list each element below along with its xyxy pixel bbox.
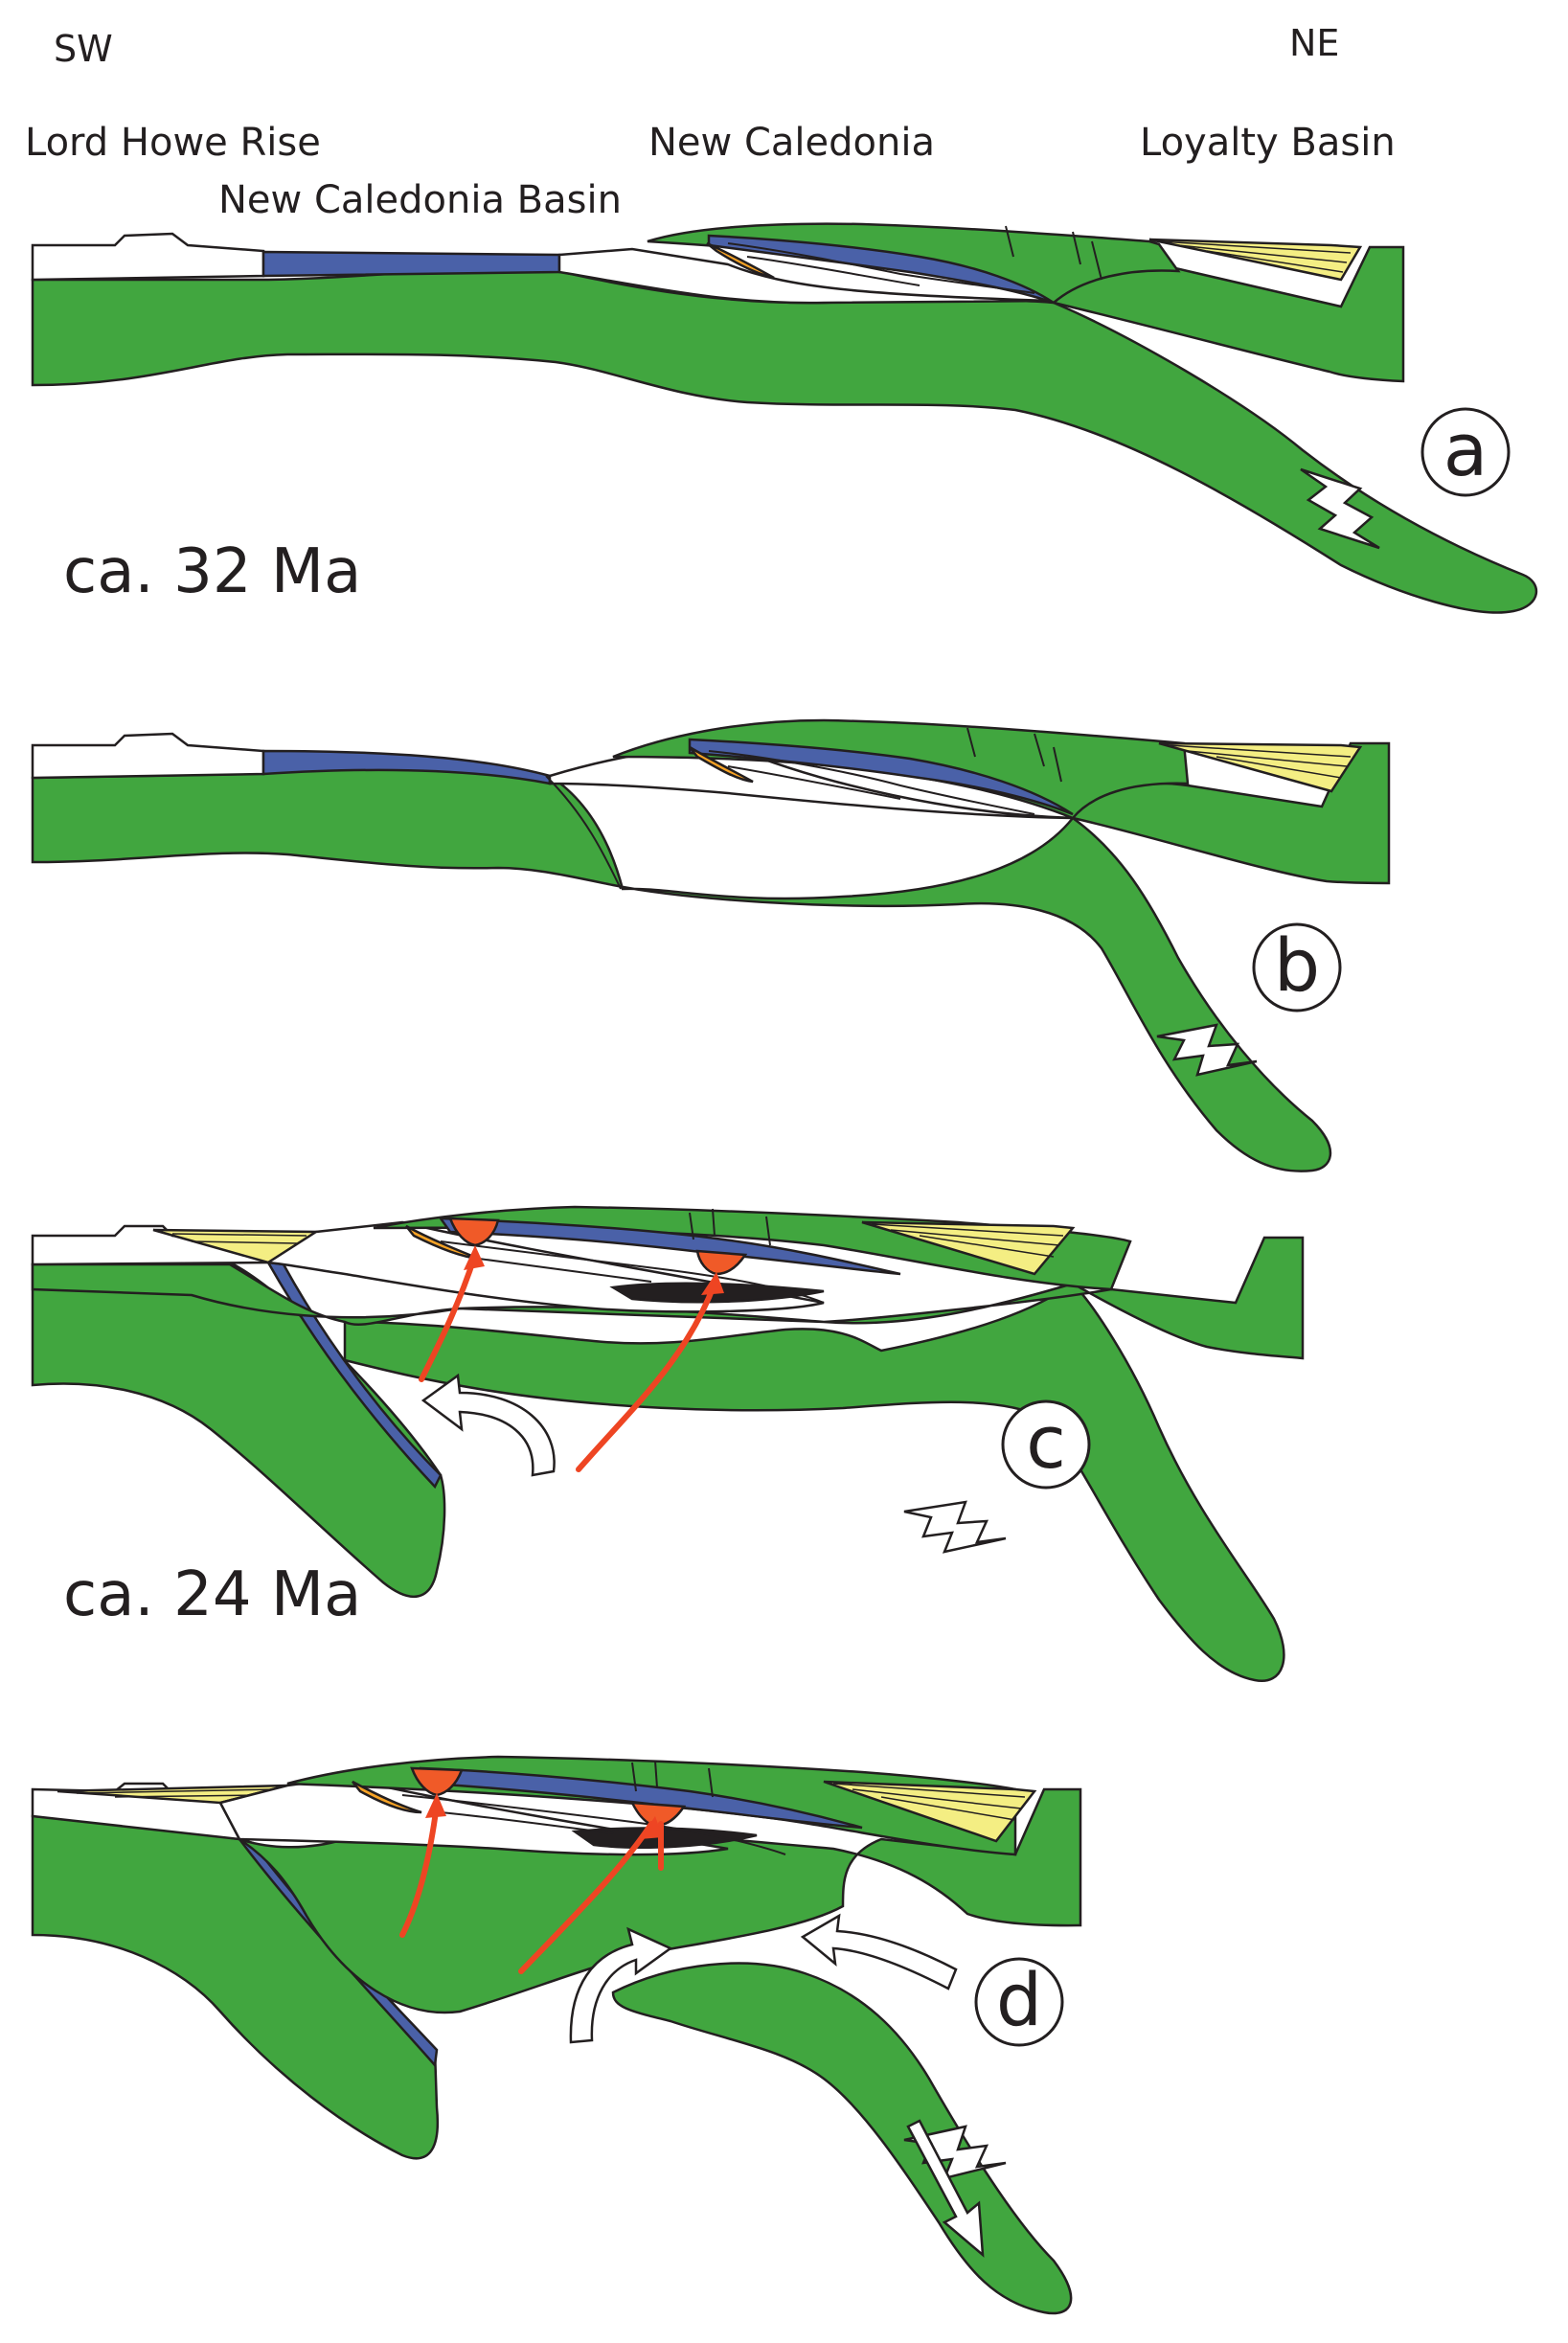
- thrust-lines-c: [440, 1208, 825, 1304]
- stage-c-letter: c: [1026, 1399, 1066, 1485]
- oceanic-crust-nappe-c: [438, 1217, 901, 1276]
- stage-d-marker: d: [974, 1957, 1064, 2047]
- oceanic-crust-nappe-b: [688, 738, 1074, 816]
- thrust-lines-d: [401, 1760, 786, 1855]
- oceanic-crust-nappe-d: [419, 1766, 863, 1830]
- age-label-24: ca. 24 Ma: [63, 1559, 361, 1630]
- thrust-lines-a: [727, 225, 1102, 294]
- label-new-caledonia-basin: New Caledonia Basin: [218, 178, 622, 222]
- stage-c-marker: c: [1001, 1399, 1091, 1490]
- sediments-b: [1158, 741, 1363, 793]
- stage-a-letter: a: [1443, 407, 1488, 492]
- orange-unit-b: [689, 745, 754, 784]
- melt-arrowhead-left-d: [425, 1793, 446, 1818]
- melt-arrowheads-d: [425, 1793, 663, 1839]
- oceanic-crust-nappe-a: [707, 234, 1055, 305]
- direction-ne: NE: [1289, 22, 1339, 64]
- sediments-right-d: [823, 1780, 1037, 1843]
- sinking-arrow-d: [906, 2119, 985, 2258]
- stage-d-letter: d: [996, 1957, 1042, 2042]
- upwelling-arrow-d: [569, 1926, 673, 2044]
- magma-chamber-right-c: [695, 1249, 748, 1276]
- melt-arrowhead-right-c: [701, 1272, 724, 1295]
- panel-b: [31, 718, 1391, 1172]
- direction-sw: SW: [54, 28, 113, 70]
- sediment-layers-a: [1158, 240, 1352, 273]
- sediment-layers-b: [1168, 744, 1352, 779]
- stage-b-letter: b: [1274, 922, 1320, 1008]
- melt-arrows-d: [399, 1802, 664, 1974]
- slab-break-b: [1156, 1023, 1258, 1077]
- sediment-layers-right-d: [832, 1783, 1026, 1821]
- stage-a-marker: a: [1420, 407, 1511, 497]
- sediment-layers-right-c: [871, 1223, 1064, 1258]
- oceanic-crust-basin-a: [261, 250, 561, 278]
- melt-arrowheads-c: [464, 1245, 724, 1295]
- slab-break-a: [1300, 467, 1380, 550]
- orange-unit-d: [352, 1780, 422, 1814]
- retreat-arrow-d: [800, 1913, 958, 1990]
- stage-b-marker: b: [1252, 922, 1342, 1012]
- left-slab-crust-c: [265, 1261, 443, 1490]
- label-new-caledonia: New Caledonia: [648, 121, 935, 165]
- white-crust-left-a: [31, 232, 265, 282]
- slab-break-c: [903, 1500, 1007, 1554]
- orange-unit-a: [706, 241, 775, 280]
- panel-c: [31, 1205, 1305, 1683]
- melt-arrow-left-c: [419, 1252, 478, 1382]
- thrust-lines-b: [545, 727, 1062, 890]
- rollback-arrow-c: [420, 1373, 556, 1477]
- sediments-a: [1148, 238, 1363, 282]
- right-slab-c: [343, 1282, 1285, 1683]
- sediment-layers-left-c: [171, 1233, 307, 1244]
- melt-arrowhead-left-c: [464, 1245, 485, 1270]
- sediments-right-c: [861, 1220, 1076, 1276]
- panel-d: [31, 1755, 1082, 2315]
- melt-arrows-c: [419, 1252, 717, 1472]
- melt-arrow-right-c: [576, 1281, 717, 1472]
- sediment-layers-left-d: [76, 1788, 279, 1798]
- panel-a: [31, 222, 1538, 614]
- lithosphere-slab-b: [31, 766, 1331, 1172]
- overriding-plate-c: [31, 1236, 1305, 1360]
- melt-arrow-left-d: [399, 1802, 440, 1938]
- white-crust-left-b: [31, 732, 265, 780]
- melt-arrow-right-d: [518, 1821, 654, 1974]
- label-lord-howe-rise: Lord Howe Rise: [25, 121, 321, 165]
- age-label-32: ca. 32 Ma: [63, 536, 361, 607]
- label-loyalty-basin: Loyalty Basin: [1140, 121, 1396, 165]
- melt-arrowhead-right-d: [640, 1816, 663, 1839]
